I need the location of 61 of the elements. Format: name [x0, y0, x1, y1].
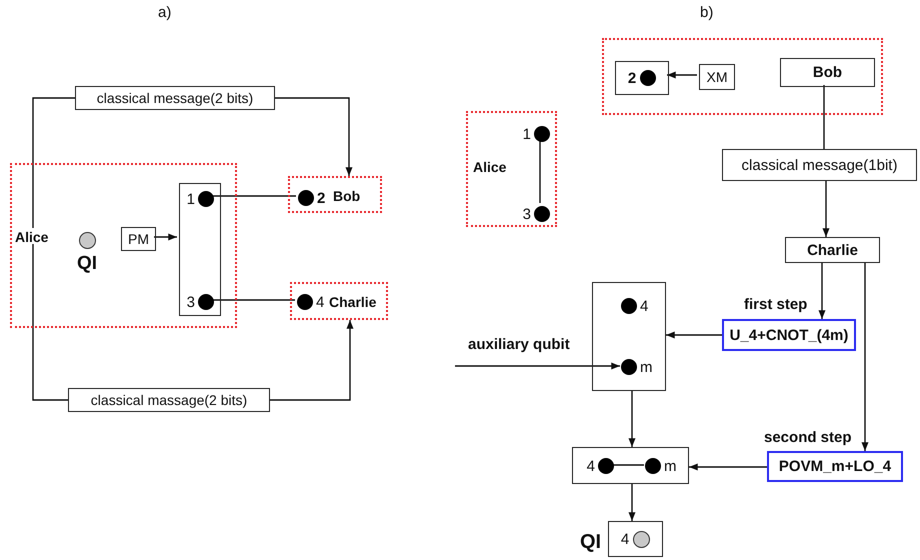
arrow — [667, 72, 697, 78]
qubit-label: 4 — [640, 298, 648, 314]
process-box: PM — [121, 227, 156, 251]
party-label: Charlie — [329, 294, 376, 310]
register-box — [572, 447, 689, 484]
dotted-region — [602, 38, 883, 115]
qubit-label: 2 — [628, 70, 636, 86]
dotted-region — [288, 176, 382, 213]
process-box: Charlie — [785, 237, 880, 263]
qubit-label: m — [640, 358, 652, 376]
party-label: Alice — [15, 229, 48, 245]
register-box — [592, 282, 666, 391]
qubit-label: m — [664, 458, 676, 474]
process-box: classical message(2 bits) — [75, 86, 275, 110]
party-label: Alice — [473, 159, 506, 175]
connector-line — [211, 195, 296, 197]
register-box — [179, 183, 221, 316]
step-label: first step — [744, 296, 808, 313]
party-label: Bob — [333, 188, 360, 204]
arrow — [455, 362, 620, 370]
process-box: XM — [699, 64, 735, 90]
qubit-label: 4 — [316, 294, 324, 310]
edge-label: auxiliary qubit — [467, 336, 571, 353]
step-label: second step — [764, 429, 852, 446]
arrow — [818, 263, 826, 319]
step-label: QI — [580, 531, 602, 554]
qubit-label: 1 — [522, 126, 531, 142]
connector-line — [32, 97, 75, 228]
operation-box: U_4+CNOT_(4m) — [722, 319, 856, 351]
process-box: classical massage(2 bits) — [68, 388, 270, 412]
dotted-region — [290, 282, 388, 320]
arrow — [689, 464, 767, 470]
dotted-region — [466, 111, 557, 227]
arrow — [154, 234, 177, 240]
qubit-label: 3 — [186, 294, 195, 310]
qubit-box — [608, 521, 663, 557]
arrow — [666, 332, 722, 338]
qubit-label: 4 — [586, 458, 595, 474]
qubit-label: 2 — [317, 190, 326, 206]
connector-line — [539, 141, 541, 203]
arrow — [628, 391, 636, 447]
connector-line — [32, 244, 68, 401]
arrow — [822, 181, 830, 237]
arrow — [628, 484, 636, 521]
qubit-box — [615, 61, 669, 95]
process-box: Bob — [780, 58, 875, 87]
arrow — [862, 263, 868, 451]
arrow — [270, 320, 354, 401]
panel-label: a) — [158, 4, 172, 21]
connector-line — [613, 464, 644, 466]
arrow — [275, 97, 352, 176]
qubit-label: 3 — [522, 206, 531, 222]
panel-label: b) — [700, 4, 714, 21]
qubit-label: QI — [76, 253, 98, 275]
connector-line — [823, 85, 825, 149]
qubit-label: 1 — [186, 190, 195, 208]
operation-box: POVM_m+LO_4 — [767, 451, 903, 482]
qubit-label: 4 — [620, 530, 630, 548]
connector-line — [211, 299, 295, 301]
dotted-region — [10, 163, 237, 328]
process-box: classical message(1bit) — [722, 149, 917, 181]
